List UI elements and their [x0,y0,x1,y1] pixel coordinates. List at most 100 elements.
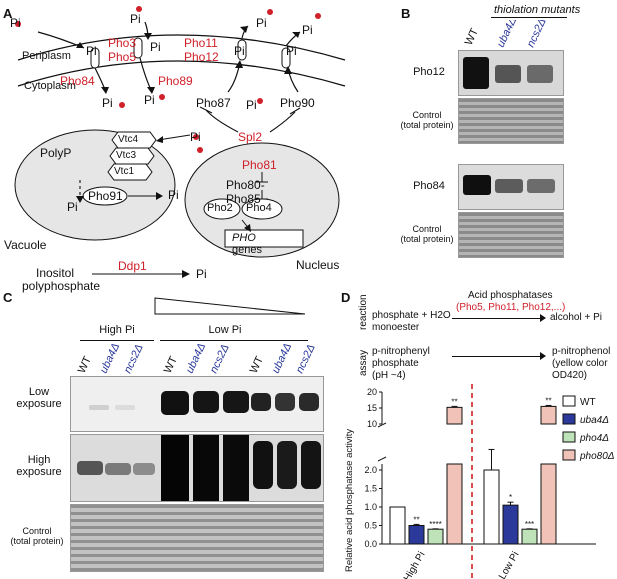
high-pi-underline [80,340,154,341]
panel-b-lane-labels: WT uba4Δ ncs2Δ [463,20,549,49]
pi-label: Pi [10,16,21,30]
category-label: Low Pi [497,550,522,579]
y-tick-label: 0.0 [364,539,377,549]
y-tick-label: 2.0 [364,465,377,475]
pho11-label: Pho11 [184,36,218,50]
c-lane-4: WT [162,354,180,375]
spl2-label: Spl2 [238,130,263,144]
bar-0-2 [427,528,444,545]
y-tick-label: 15 [367,403,377,413]
significance-stars: **** [429,520,441,529]
enzyme-list: (Pho5, Pho11, Pho12,...) [456,302,566,313]
spl2-inhibition [199,106,301,133]
pi-label: Pi [86,44,97,58]
bar-0-0 [389,506,406,545]
low-pi-gradient-wedge [154,297,306,315]
assay-arrow-head [540,352,546,360]
c-lane-1: WT [76,354,94,375]
thiolation-header: thiolation mutants [494,4,581,16]
pho2-oval [203,198,241,220]
significance-stars: ** [413,515,419,524]
c-lane-3: ncs2Δ [122,344,146,375]
chart-y-label: Relative acid phosphatase activity [344,429,355,572]
lane-label-wt: WT [463,26,481,47]
pho12-row-label: Pho12 [413,66,445,78]
axis-break-mark [377,456,387,462]
legend-swatch [562,431,576,443]
bar-0-3 [446,406,463,425]
legend-label: pho4Δ [579,433,609,444]
vtc-complex [107,131,157,181]
y-tick-label: 1.0 [364,502,377,512]
ddp1-label: Ddp1 [118,259,147,273]
axis-break-mark [377,422,387,428]
blot-pho12 [458,50,564,96]
pi-label: Pi [286,44,297,58]
pi-label: Pi [130,12,141,26]
pho12-label: Pho12 [184,50,219,64]
panel-c-lane-labels: WT uba4Δ ncs2Δ WT uba4Δ ncs2Δ WT uba4Δ n… [76,344,318,375]
y-tick-label: 0.5 [364,521,377,531]
reaction-arrow [452,318,542,319]
product-1: alcohol + Pi [550,312,602,323]
cytoplasm-label: Cytoplasm [24,80,76,92]
c-lane-8: uba4Δ [270,344,294,375]
bar-0-3-lower [446,463,463,545]
pi-label: Pi [246,98,257,112]
vacuole-label: Vacuole [4,238,47,252]
pi-label: Pi [150,40,161,54]
pho90-label: Pho90 [280,96,315,110]
pho84-row-label: Pho84 [413,180,445,192]
nucleus-label: Nucleus [296,258,340,272]
enzyme-title: Acid phosphatases [468,290,553,301]
pi-label: Pi [190,130,201,144]
control-row-label-2: Control(total protein) [400,224,454,244]
vtc3-label: Vtc3 [116,150,137,161]
transporter-pho89 [133,37,143,59]
polyp-label: PolyP [40,146,72,160]
blot-control-c [70,504,324,572]
reaction-arrow-head [540,314,546,322]
c-lane-7: WT [248,354,266,375]
vtc1-label: Vtc1 [114,166,135,177]
legend-label: uba4Δ [580,415,609,426]
pho87-label: Pho87 [196,96,231,110]
transporter-pho87 [237,39,247,61]
lane-label-ncs2: ncs2Δ [525,20,549,49]
control-c-label: Control(total protein) [10,526,64,546]
pi-label: Pi [168,188,179,202]
legend-label: pho80Δ [579,451,615,462]
significance-stars: *** [525,520,534,529]
bar-1-3-lower [540,463,557,545]
blot-high-exposure [70,434,324,502]
high-pi-label: High Pi [99,324,135,336]
pi-label: Pi [302,23,313,37]
assay-side-label: assay [358,349,369,376]
panel-a-letter: A [3,6,13,21]
panel-c-letter: C [3,290,13,305]
periplasm-label: Periplasm [22,50,71,62]
vtc4-label: Vtc4 [118,134,139,145]
pi-label: Pi [234,44,245,58]
pho84-label: Pho84 [60,74,95,88]
header-underline [491,17,567,18]
category-label: High Pi [402,550,428,579]
pi-label: Pi [102,96,113,110]
bar-1-1 [502,504,519,545]
significance-stars: ** [545,396,551,405]
significance-stars: ** [451,397,457,406]
pho81-label: Pho81 [242,158,277,172]
legend-swatch [562,413,576,425]
pi-label: Pi [256,16,267,30]
transporter-pho90 [281,47,291,69]
panel-a-diagram [14,6,346,278]
reaction-side-label: reaction [358,294,369,330]
c-lane-5: uba4Δ [184,344,208,375]
low-pi-label: Low Pi [208,324,242,336]
inner-membrane [17,60,346,87]
pi-label: Pi [67,200,78,214]
